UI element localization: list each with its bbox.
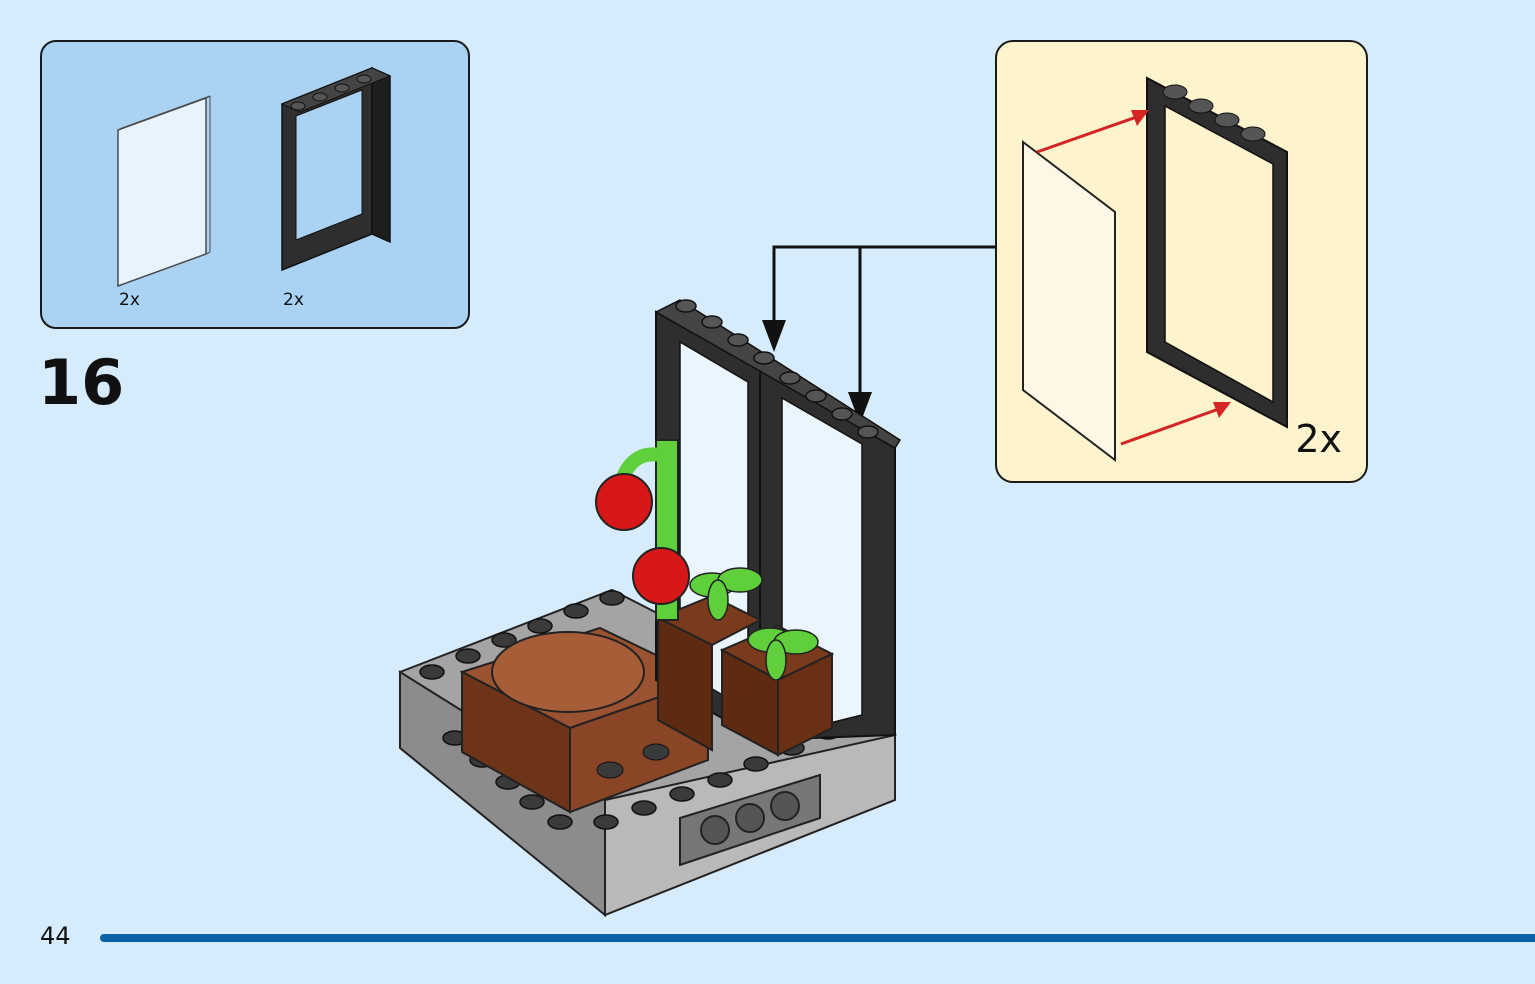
glass-pane-icon (117, 95, 211, 288)
down-arrow-head-2 (848, 392, 872, 424)
tomato-plant (595, 439, 690, 621)
glass-pane-quantity: 2x (119, 290, 140, 310)
connector-arrows (772, 245, 995, 400)
frame-assembly-illustration (1022, 76, 1288, 463)
callout-quantity: 2x (1295, 417, 1342, 461)
window-frame-quantity: 2x (283, 290, 304, 310)
parts-list-box: 2x 2x (40, 40, 470, 329)
step-number: 16 (38, 346, 125, 419)
page-footer-bar (100, 934, 1535, 942)
window-frame-icon (280, 66, 392, 272)
down-arrow-head-1 (762, 320, 786, 352)
callout-box: 2x (995, 40, 1368, 483)
frame-top-studs (675, 299, 879, 439)
page-number: 44 (40, 922, 71, 950)
leafy-plants (689, 567, 819, 681)
